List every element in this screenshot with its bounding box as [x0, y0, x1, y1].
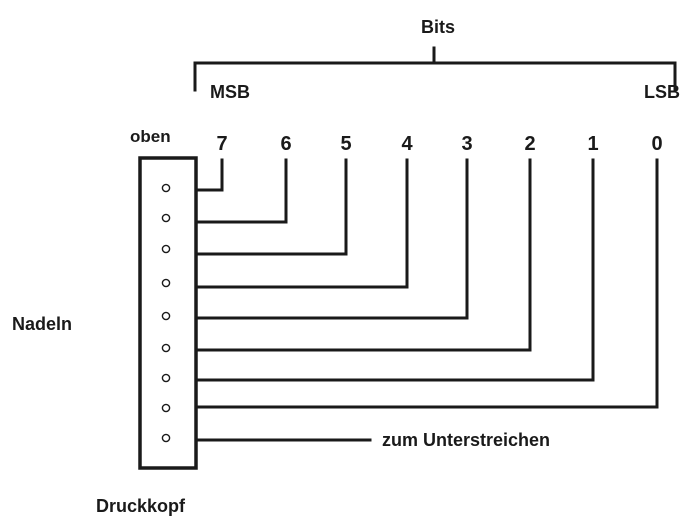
needle-1: [161, 183, 171, 193]
bit-number-6: 6: [280, 133, 291, 155]
bit-number-3: 3: [461, 133, 472, 155]
bit-number-7: 7: [216, 133, 227, 155]
top-label: oben: [130, 127, 171, 146]
needles: [161, 183, 171, 443]
printhead-label: Druckkopf: [96, 496, 186, 516]
wire-bit-0: [196, 158, 659, 409]
bit-number-1: 1: [587, 133, 598, 155]
wire-bit-1: [196, 158, 595, 382]
wire-bit-4: [196, 158, 409, 289]
needle-9: [161, 433, 171, 443]
msb-label: MSB: [210, 82, 250, 102]
bit-number-5: 5: [340, 133, 351, 155]
needles-label: Nadeln: [12, 314, 72, 334]
bits-bracket: [193, 46, 677, 92]
bits-label: Bits: [421, 17, 455, 37]
wire-bit-2: [196, 158, 532, 352]
wire-bit-6: [196, 158, 288, 224]
wire-bit-3: [196, 158, 469, 320]
wire-bit-7: [196, 158, 224, 192]
lsb-label: LSB: [644, 82, 680, 102]
needle-8: [161, 403, 171, 413]
needle-3: [161, 244, 171, 254]
bit-number-labels: 7 6 5 4 3 2 1 0: [216, 133, 662, 155]
needle-2: [161, 213, 171, 223]
needle-7: [161, 373, 171, 383]
needle-4: [161, 278, 171, 288]
underline-label: zum Unterstreichen: [382, 430, 550, 450]
bit-number-0: 0: [651, 133, 662, 155]
wire-bit-5: [196, 158, 348, 256]
needle-6: [161, 343, 171, 353]
needle-5: [161, 311, 171, 321]
bit-number-2: 2: [524, 133, 535, 155]
bit-number-4: 4: [401, 133, 413, 155]
bit-wires: [196, 158, 659, 442]
